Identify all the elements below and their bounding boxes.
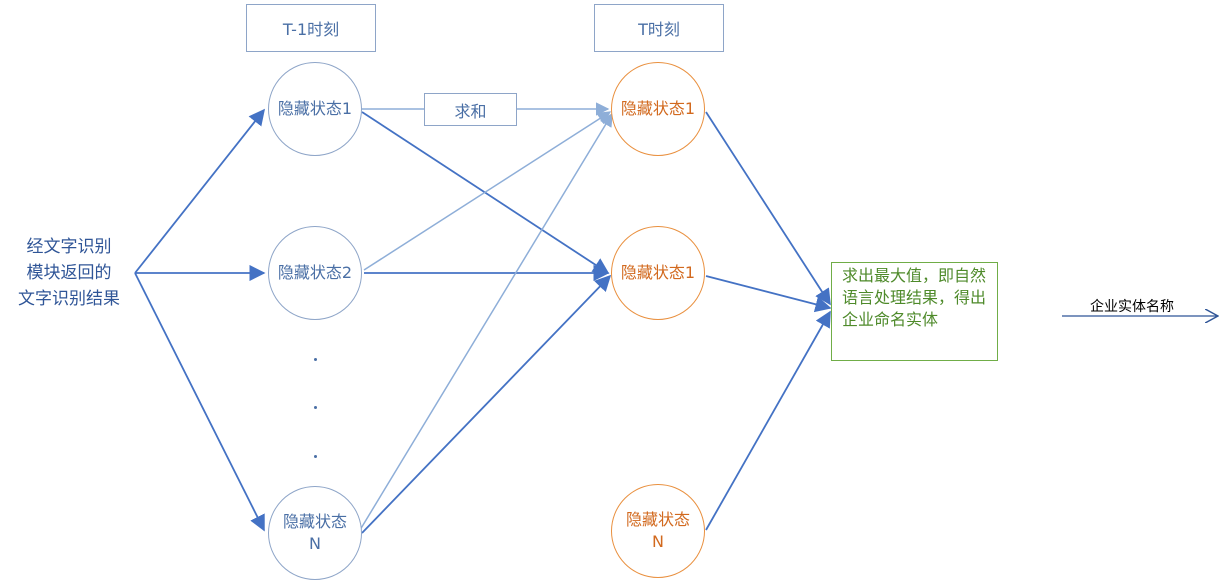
ellipsis-dot-1 <box>314 358 317 361</box>
sum-box: 求和 <box>424 93 517 126</box>
result-box: 求出最大值，即自然语言处理结果，得出企业命名实体 <box>831 262 998 361</box>
edge-prevN-curr2 <box>361 274 612 534</box>
curr-node-2: 隐藏状态1 <box>611 226 705 320</box>
edge-curr2-result <box>705 275 832 313</box>
curr-node-n: 隐藏状态N <box>611 484 705 578</box>
edge-prevN-curr1 <box>359 112 613 531</box>
time-label-curr: T时刻 <box>594 4 724 52</box>
output-label: 企业实体名称 <box>1090 299 1174 315</box>
ellipsis-dot-3 <box>314 455 317 458</box>
edge-curr1-result <box>705 111 831 306</box>
edge-input-prevN <box>134 272 265 532</box>
input-line-3: 文字识别结果 <box>18 289 120 309</box>
curr-node-1: 隐藏状态1 <box>611 62 705 156</box>
edge-input-prev1 <box>134 108 266 274</box>
time-label-prev: T-1时刻 <box>246 4 376 52</box>
edge-prev2-curr1 <box>363 111 612 271</box>
input-line-1: 经文字识别 <box>26 237 112 257</box>
ellipsis-dot-2 <box>314 406 317 409</box>
prev-node-1: 隐藏状态1 <box>268 62 362 156</box>
input-line-2: 模块返回的 <box>26 263 112 283</box>
input-text: 经文字识别 模块返回的 文字识别结果 <box>4 234 134 312</box>
prev-node-n: 隐藏状态N <box>268 486 362 580</box>
edge-currN-result <box>705 310 831 531</box>
prev-node-2: 隐藏状态2 <box>268 226 362 320</box>
